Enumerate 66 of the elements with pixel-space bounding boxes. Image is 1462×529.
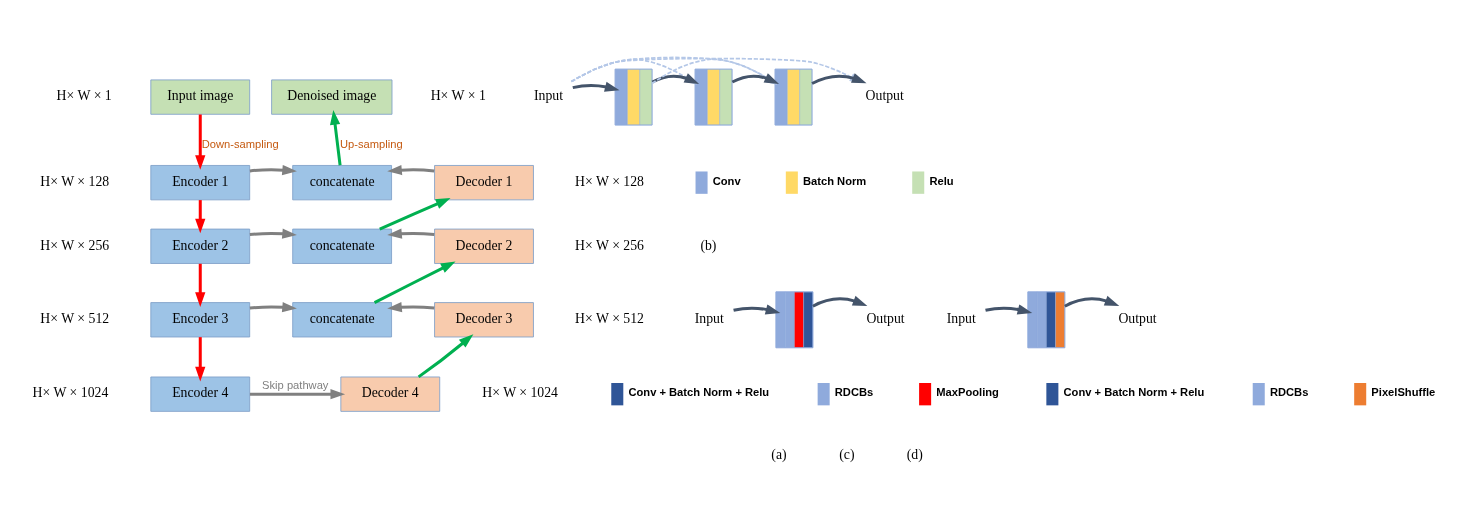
node-box: Encoder 3 xyxy=(150,302,251,338)
node-text: Output xyxy=(1118,311,1157,327)
arrow xyxy=(249,389,346,400)
node-label: H× W × 256 xyxy=(40,237,110,253)
legend-label: Conv + Batch Norm + Relu xyxy=(1063,386,1205,399)
label: (d) xyxy=(906,447,923,463)
arrow xyxy=(249,164,297,176)
legend-label: MaxPooling xyxy=(936,386,999,399)
node-label: H× W × 512 xyxy=(40,311,110,327)
arrow xyxy=(387,228,435,239)
node-box: concatenate xyxy=(292,302,392,338)
node-box: Denoised image xyxy=(271,79,393,115)
legend-label: RDCBs xyxy=(834,386,874,399)
legend-label: Batch Norm xyxy=(803,174,867,187)
node-box: Decoder 1 xyxy=(434,165,534,201)
arrow xyxy=(733,304,781,315)
arrow xyxy=(195,114,206,170)
node-text: Input xyxy=(694,311,724,327)
node-box: Input image xyxy=(150,79,251,115)
label: (a) xyxy=(771,447,787,463)
node-box: concatenate xyxy=(292,228,392,264)
node-text: Output xyxy=(866,311,905,327)
edge-label: Skip pathway xyxy=(262,378,329,391)
arrow xyxy=(379,198,451,231)
node-label: H× W × 1 xyxy=(56,88,112,104)
node-label: H× W × 256 xyxy=(575,237,644,253)
arrow xyxy=(417,334,474,379)
node-label: H× W × 512 xyxy=(575,311,644,327)
arrow xyxy=(1064,295,1120,308)
legend-label: PixelShuffle xyxy=(1371,386,1436,399)
node-box: Encoder 2 xyxy=(150,228,251,264)
legend-label: Conv xyxy=(712,174,741,187)
node-label: H× W × 128 xyxy=(40,173,110,189)
edge-label: Up-sampling xyxy=(340,137,403,150)
arrow xyxy=(195,337,206,382)
node-text: Output xyxy=(865,88,904,104)
node-box: Encoder 4 xyxy=(150,376,251,412)
arrow xyxy=(731,73,780,84)
arrow xyxy=(812,295,868,308)
node-box: Decoder 2 xyxy=(434,228,534,264)
node-text: Input xyxy=(533,88,564,104)
label: (c) xyxy=(839,447,855,463)
node-label: H× W × 1024 xyxy=(32,385,109,401)
arrow xyxy=(387,164,435,176)
node-box: Decoder 3 xyxy=(434,302,534,338)
node-label: H× W × 1 xyxy=(430,88,486,104)
legend-label: Conv + Batch Norm + Relu xyxy=(628,386,770,399)
legend-label: RDCBs xyxy=(1269,386,1309,399)
arrow xyxy=(249,228,297,239)
legend-label: Relu xyxy=(929,174,954,187)
arrow xyxy=(387,302,435,313)
node-text: Input xyxy=(946,311,976,327)
arrow xyxy=(249,302,297,313)
node-label: H× W × 1024 xyxy=(482,385,558,401)
arrow xyxy=(985,304,1033,315)
node-box: concatenate xyxy=(292,165,392,201)
arrow xyxy=(195,263,206,307)
node-box: Decoder 4 xyxy=(340,376,441,412)
arrow xyxy=(572,81,620,92)
arrow xyxy=(330,110,342,166)
label: (b) xyxy=(700,237,717,253)
arrow xyxy=(373,261,456,304)
edge-label: Down-sampling xyxy=(201,137,279,150)
node-label: H× W × 128 xyxy=(575,173,644,189)
arrow xyxy=(195,200,206,234)
node-box: Encoder 1 xyxy=(150,165,251,201)
